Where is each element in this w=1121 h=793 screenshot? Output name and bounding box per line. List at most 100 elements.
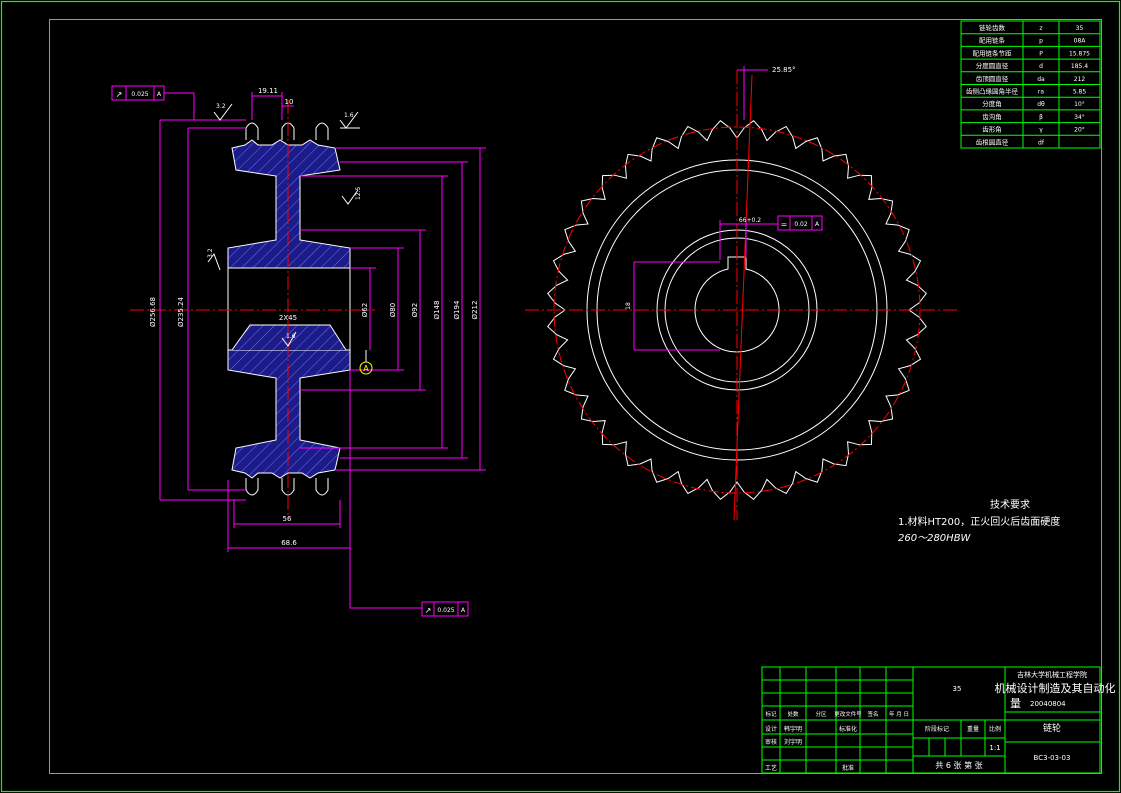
roughness-symbol-3 xyxy=(341,189,359,205)
chamfer-label: 2X45 xyxy=(279,314,297,322)
geo-tol-bottom-symbol: ↗ xyxy=(425,606,432,615)
tb-header-cell: 年 月 日 xyxy=(889,710,909,718)
tb-sign-cell: 标准化 xyxy=(839,725,857,733)
bottom-dimension-lines xyxy=(227,370,351,552)
keyway-tol-value: 0.02 xyxy=(794,221,808,228)
tb-sign-cell: 韩宇明 xyxy=(784,725,802,733)
tb-part-name: 链轮 xyxy=(1043,722,1061,734)
roughness-2-value: 1.6 xyxy=(344,112,354,119)
roughness-symbol-1 xyxy=(213,103,233,121)
angle-dim-label: 25.85° xyxy=(772,66,796,74)
keyway-tol-datum: A xyxy=(815,221,820,228)
param-symbol: da xyxy=(1037,76,1045,83)
roughness-symbol-2 xyxy=(339,111,360,129)
param-name: 配用链条 xyxy=(979,36,1006,45)
tb-course-tail: 量 xyxy=(1010,697,1021,710)
section-hatch-upper xyxy=(227,139,351,269)
param-symbol: ra xyxy=(1038,89,1044,96)
keyway-depth-label: 66+0.2 xyxy=(739,217,761,224)
tb-sign-rows: 设计韩宇明标准化审核刘宇明工艺批准 xyxy=(765,725,857,772)
tb-school: 吉林大学机械工程学院 xyxy=(1017,670,1087,679)
section-teeth-lower xyxy=(245,478,329,496)
param-name: 齿侧凸缘圆角半径 xyxy=(966,87,1019,96)
tb-scale: 1:1 xyxy=(989,744,1000,752)
roughness-3-value: 12.5 xyxy=(355,186,362,200)
inner-border xyxy=(49,19,1102,774)
param-value: 08A xyxy=(1074,38,1087,45)
keyway-section xyxy=(231,324,347,351)
left-diameter-1: Ø256.68 xyxy=(149,297,157,327)
param-name: 齿根圆直径 xyxy=(976,137,1009,146)
tb-header-cell: 更改文件号 xyxy=(834,710,862,718)
param-name: 链轮齿数 xyxy=(979,23,1006,32)
param-name: 齿形角 xyxy=(982,125,1002,134)
right-diameter-3: Ø148 xyxy=(433,301,441,320)
tb-material: 35 xyxy=(953,685,962,693)
sprocket-tooth-profile xyxy=(547,120,927,500)
notes-title: 技术要求 xyxy=(990,498,1030,511)
roughness-symbol-4 xyxy=(207,252,221,271)
roughness-1-value: 3.2 xyxy=(216,103,226,110)
geo-tol-bottom-value: 0.025 xyxy=(437,607,454,614)
keyway-tol-symbol: = xyxy=(781,220,788,229)
param-value: 5.85 xyxy=(1073,89,1087,96)
tb-course: 机械设计制造及其自动化 xyxy=(995,681,1116,695)
param-name: 配用链条节距 xyxy=(973,48,1013,57)
tb-sign-cell: 审核 xyxy=(765,738,777,746)
tb-header-cell: 分区 xyxy=(815,710,827,718)
tb-sign-cell: 设计 xyxy=(765,725,777,733)
geo-tol-top-symbol: ↗ xyxy=(116,90,123,99)
right-dimension-lines xyxy=(300,147,486,471)
tb-header-cell: 处数 xyxy=(787,710,799,718)
pitch-circle xyxy=(553,126,921,494)
tb-sign-cell: 刘宇明 xyxy=(784,738,802,746)
param-value: 35 xyxy=(1076,25,1084,32)
param-symbol: P xyxy=(1039,50,1043,57)
bottom-dim-2: 68.6 xyxy=(281,539,297,547)
keyway-dimension xyxy=(633,215,823,351)
tb-stage-label-3: 比例 xyxy=(989,725,1001,733)
right-diameter-1: Ø80 xyxy=(389,303,397,317)
geo-tol-top-frame xyxy=(111,85,195,120)
datum-circle xyxy=(359,361,373,375)
bore-with-keyway xyxy=(694,256,780,353)
section-view: Ø256.68 Ø235.24 Ø62 Ø80 Ø92 Ø148 Ø194 xyxy=(111,85,486,617)
tb-drawing-no: BC3-03-03 xyxy=(1034,754,1071,762)
roughness-4-value: 3.2 xyxy=(207,248,214,258)
geo-tol-top-value: 0.025 xyxy=(131,91,148,98)
notes-line-2: 260～280HBW xyxy=(898,533,972,544)
geo-tol-bottom-frame xyxy=(349,552,469,617)
tb-header-cell: 标记 xyxy=(765,710,777,718)
param-name: 齿沟角 xyxy=(982,112,1002,121)
right-diameter-4: Ø194 xyxy=(453,300,461,319)
param-symbol: γ xyxy=(1039,127,1043,134)
section-hatch-lower xyxy=(227,349,351,479)
tb-sign-cell: 批准 xyxy=(842,764,854,772)
tb-stage-label-2: 重量 xyxy=(967,725,979,733)
front-view: 25.85° 66+0.2 = 0.02 A 18 xyxy=(525,66,960,521)
param-symbol: d xyxy=(1039,63,1043,70)
param-name: 分度圆直径 xyxy=(976,61,1009,70)
tb-id: 20040804 xyxy=(1030,700,1066,708)
param-value: 185.4 xyxy=(1071,63,1088,70)
top-pitch-dim: 19.11 xyxy=(258,87,278,95)
param-value: 212 xyxy=(1074,76,1086,83)
angle-dimension xyxy=(733,66,768,521)
param-symbol: p xyxy=(1039,38,1043,45)
param-name: 齿顶圆直径 xyxy=(976,74,1009,83)
param-symbol: β xyxy=(1039,114,1043,121)
tb-header-cell: 签名 xyxy=(867,710,878,718)
param-symbol: df xyxy=(1038,139,1045,146)
top-tooth-width: 10 xyxy=(285,98,294,106)
right-diameter-5: Ø212 xyxy=(471,301,479,320)
param-name: 分度角 xyxy=(982,99,1002,108)
roughness-5-value: 1.6 xyxy=(286,333,296,340)
top-dimension-lines xyxy=(251,92,294,120)
keyway-width-label: 18 xyxy=(625,302,632,310)
param-value: 10° xyxy=(1074,101,1085,108)
tb-sheets: 共 6 张 第 张 xyxy=(935,760,982,770)
notes-line-1: 1.材料HT200，正火回火后齿面硬度 xyxy=(898,515,1060,528)
left-dimension-lines xyxy=(159,119,246,501)
